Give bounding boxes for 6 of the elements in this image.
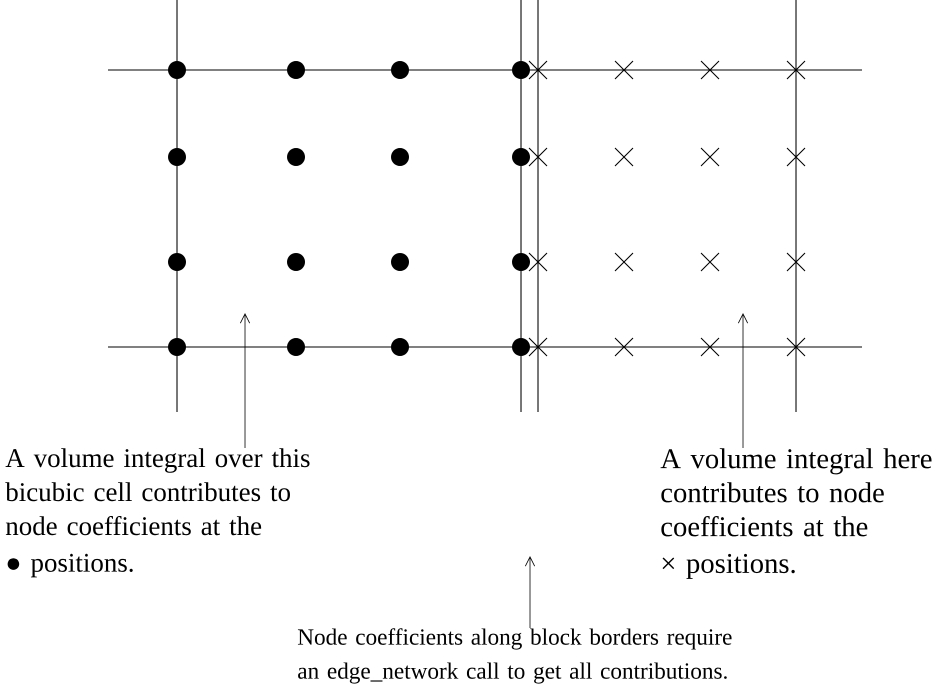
leader-arrow (240, 313, 250, 448)
note-text: Node coefficients along block borders require an edge_network call to get all contributions. (298, 628, 732, 684)
note-text: A volume integral over this bicubic cell contributes to node coefficients at the ● positions. (5, 448, 310, 578)
leader-arrow (524, 556, 536, 628)
leader-arrow (738, 313, 748, 448)
note-text: A volume integral here contributes to node coefficients at the × positions. (660, 448, 932, 579)
